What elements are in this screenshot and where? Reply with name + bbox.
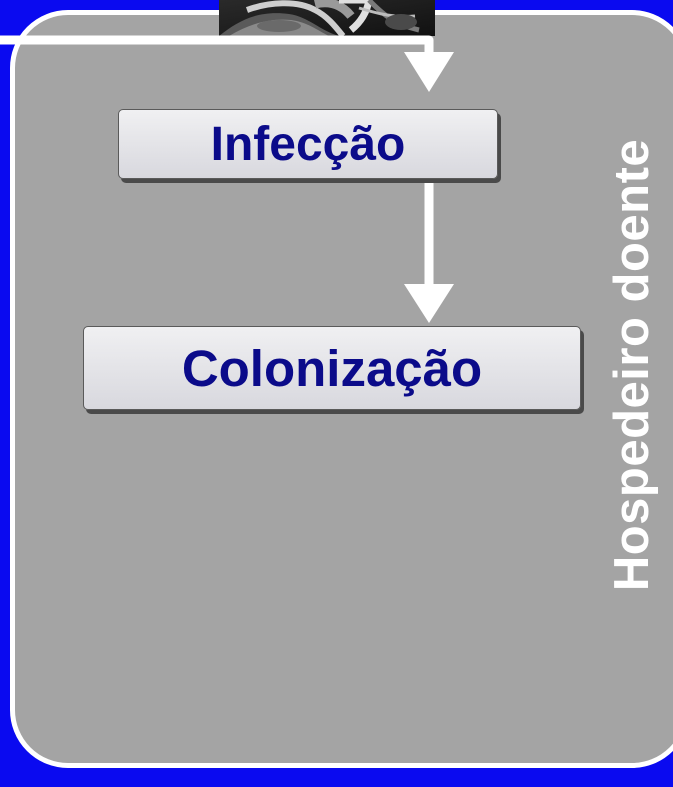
node-colonizacao: Colonização	[83, 326, 581, 410]
pathogen-micrograph-image	[219, 0, 435, 36]
entry-connector-line	[0, 35, 434, 64]
node-colonizacao-label: Colonização	[181, 339, 483, 397]
node-infeccao-label: Infecção	[210, 117, 406, 171]
host-side-label: Hospedeiro doente	[605, 138, 659, 592]
arrowhead-to-infeccao	[404, 52, 454, 92]
arrowhead-to-colonizacao	[404, 284, 454, 323]
node-infeccao: Infecção	[118, 109, 498, 179]
